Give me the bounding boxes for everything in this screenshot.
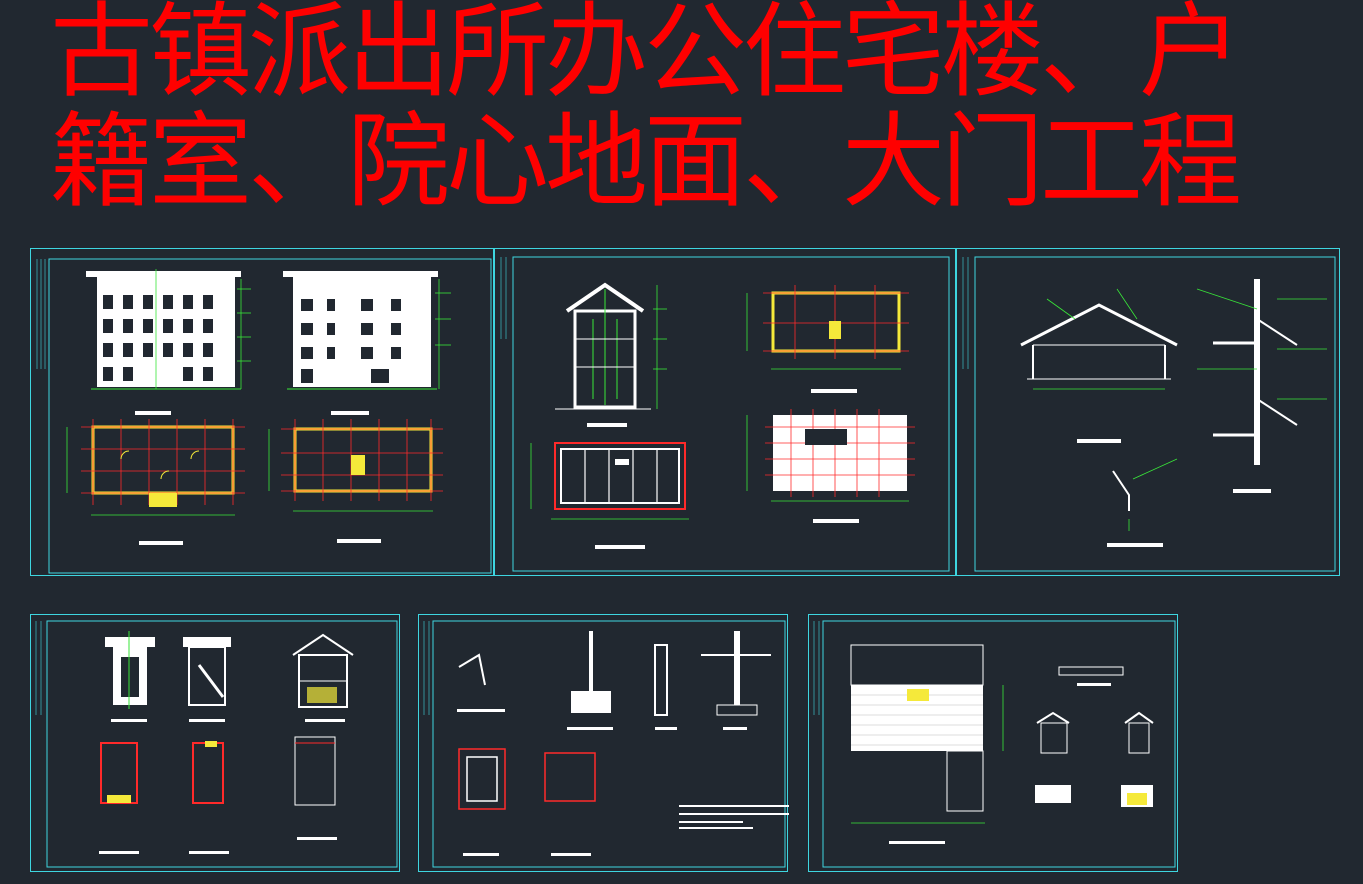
sheet-gate-details[interactable] — [418, 614, 789, 872]
courtyard-site-plan — [850, 644, 1004, 844]
courtyard-ground-drawing — [813, 620, 1176, 868]
title-line-2: 籍室、院心地面、大门工程 — [50, 102, 1242, 222]
guardhouse-roof-plan — [294, 736, 337, 840]
guardhouse-section — [292, 633, 354, 722]
column-foundation-section — [567, 631, 613, 730]
gate-eave-detail — [1107, 458, 1178, 547]
guardhouse-upper-plan — [189, 741, 229, 854]
office-building-drawing — [36, 258, 492, 574]
first-floor-plan — [66, 419, 245, 545]
sheet-roof-details[interactable] — [956, 248, 1340, 576]
records-roof-structure-plan — [746, 409, 915, 523]
sheet-records-room[interactable] — [494, 248, 956, 576]
records-roof-plan — [530, 442, 689, 549]
sheet-courtyard-ground[interactable] — [808, 614, 1178, 872]
records-room-drawing — [500, 256, 950, 572]
sheet-gate-guardhouse[interactable] — [30, 614, 400, 872]
gate-pier-plans — [458, 748, 596, 856]
drawing-set-title: 古镇派出所办公住宅楼、户 籍室、院心地面、大门工程 — [50, 0, 1350, 214]
upper-floor-plan — [268, 419, 443, 543]
gate-guardhouse-drawing — [35, 620, 398, 868]
gate-elevations — [1035, 711, 1154, 807]
guardhouse-side-elevation — [183, 637, 231, 722]
wall-eave-detail — [1196, 279, 1327, 493]
paving-detail — [1058, 666, 1124, 686]
guardhouse-front-elevation — [105, 631, 155, 722]
pier-detail — [701, 631, 771, 730]
sheet-office-building[interactable] — [30, 248, 494, 576]
title-line-1: 古镇派出所办公住宅楼、户 — [50, 0, 1242, 112]
rear-elevation — [283, 271, 451, 415]
column-detail — [654, 644, 677, 730]
front-elevation — [86, 269, 251, 415]
roof-details-drawing — [962, 256, 1336, 572]
gate-details-drawing — [423, 620, 789, 868]
guardhouse-ground-plan — [99, 742, 139, 854]
gate-eave-section — [457, 653, 505, 712]
records-room-section — [555, 282, 667, 427]
roof-truss-section — [1020, 288, 1178, 443]
records-floor-plan — [746, 285, 909, 393]
gate-notes — [679, 805, 789, 829]
